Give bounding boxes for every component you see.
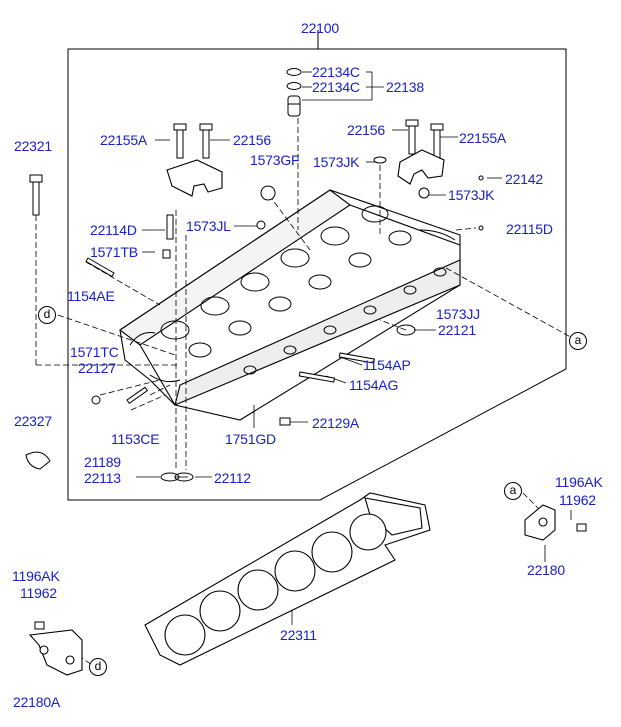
part-label: 1154AE (67, 288, 115, 304)
part-label: 22134C (312, 64, 360, 80)
part-label: 22134C (312, 79, 360, 95)
part-label: 22155A (459, 130, 507, 146)
part-label: 1573GF (250, 152, 300, 168)
part-label: 1196AK (555, 474, 603, 490)
part-label: 22155A (100, 132, 148, 148)
part-label: 1571TB (90, 244, 138, 260)
callout-a: a (504, 482, 522, 500)
engine-hanger-brackets (28, 504, 556, 676)
part-label: 22321 (14, 138, 52, 154)
part-label: 1573JK (313, 154, 360, 170)
part-label: 22115D (506, 221, 553, 237)
part-label: 22129A (312, 415, 360, 431)
part-label: 22156 (233, 132, 271, 148)
bolts (29, 119, 587, 630)
callout-a: d (38, 306, 56, 324)
part-label: 22121 (438, 322, 476, 338)
part-label: 22311 (280, 627, 317, 643)
part-label: 22142 (505, 171, 543, 187)
part-label: 1154AP (363, 357, 411, 373)
part-label: 22327 (14, 413, 52, 429)
part-label: 22112 (214, 470, 251, 486)
leader-lines (35, 118, 577, 666)
part-label: 11962 (20, 585, 57, 601)
cylinder-head (119, 189, 461, 421)
o-ring-seals (160, 68, 416, 482)
part-label: 22180 (527, 562, 565, 578)
part-label: 22138 (386, 79, 424, 95)
cylinder-head-details (129, 205, 456, 383)
head-gasket (144, 492, 431, 666)
part-label: 22113 (84, 470, 121, 486)
part-label: 1153CE (111, 431, 160, 447)
part-label: 1751GD (225, 431, 276, 447)
part-label: 22114D (90, 222, 137, 238)
plugs (25, 175, 484, 470)
part-label: 1573JJ (436, 306, 480, 322)
part-label: 22180A (13, 694, 61, 710)
part-label: 22127 (78, 360, 116, 376)
assembly-frame (67, 48, 567, 501)
part-label: 22156 (347, 122, 385, 138)
part-label: 1573JK (448, 187, 495, 203)
assembly-label: 22100 (301, 20, 339, 36)
part-label: 1571TC (70, 344, 119, 360)
part-label: 21189 (84, 454, 121, 470)
injector-sleeve (287, 95, 301, 117)
part-label: 1154AG (349, 377, 399, 393)
part-label: 1196AK (12, 568, 60, 584)
callout-d: d (89, 658, 107, 676)
part-label: 11962 (559, 492, 596, 508)
part-label: 1573JL (186, 218, 231, 234)
callout-a: a (569, 332, 587, 350)
camshaft-caps (166, 149, 445, 197)
